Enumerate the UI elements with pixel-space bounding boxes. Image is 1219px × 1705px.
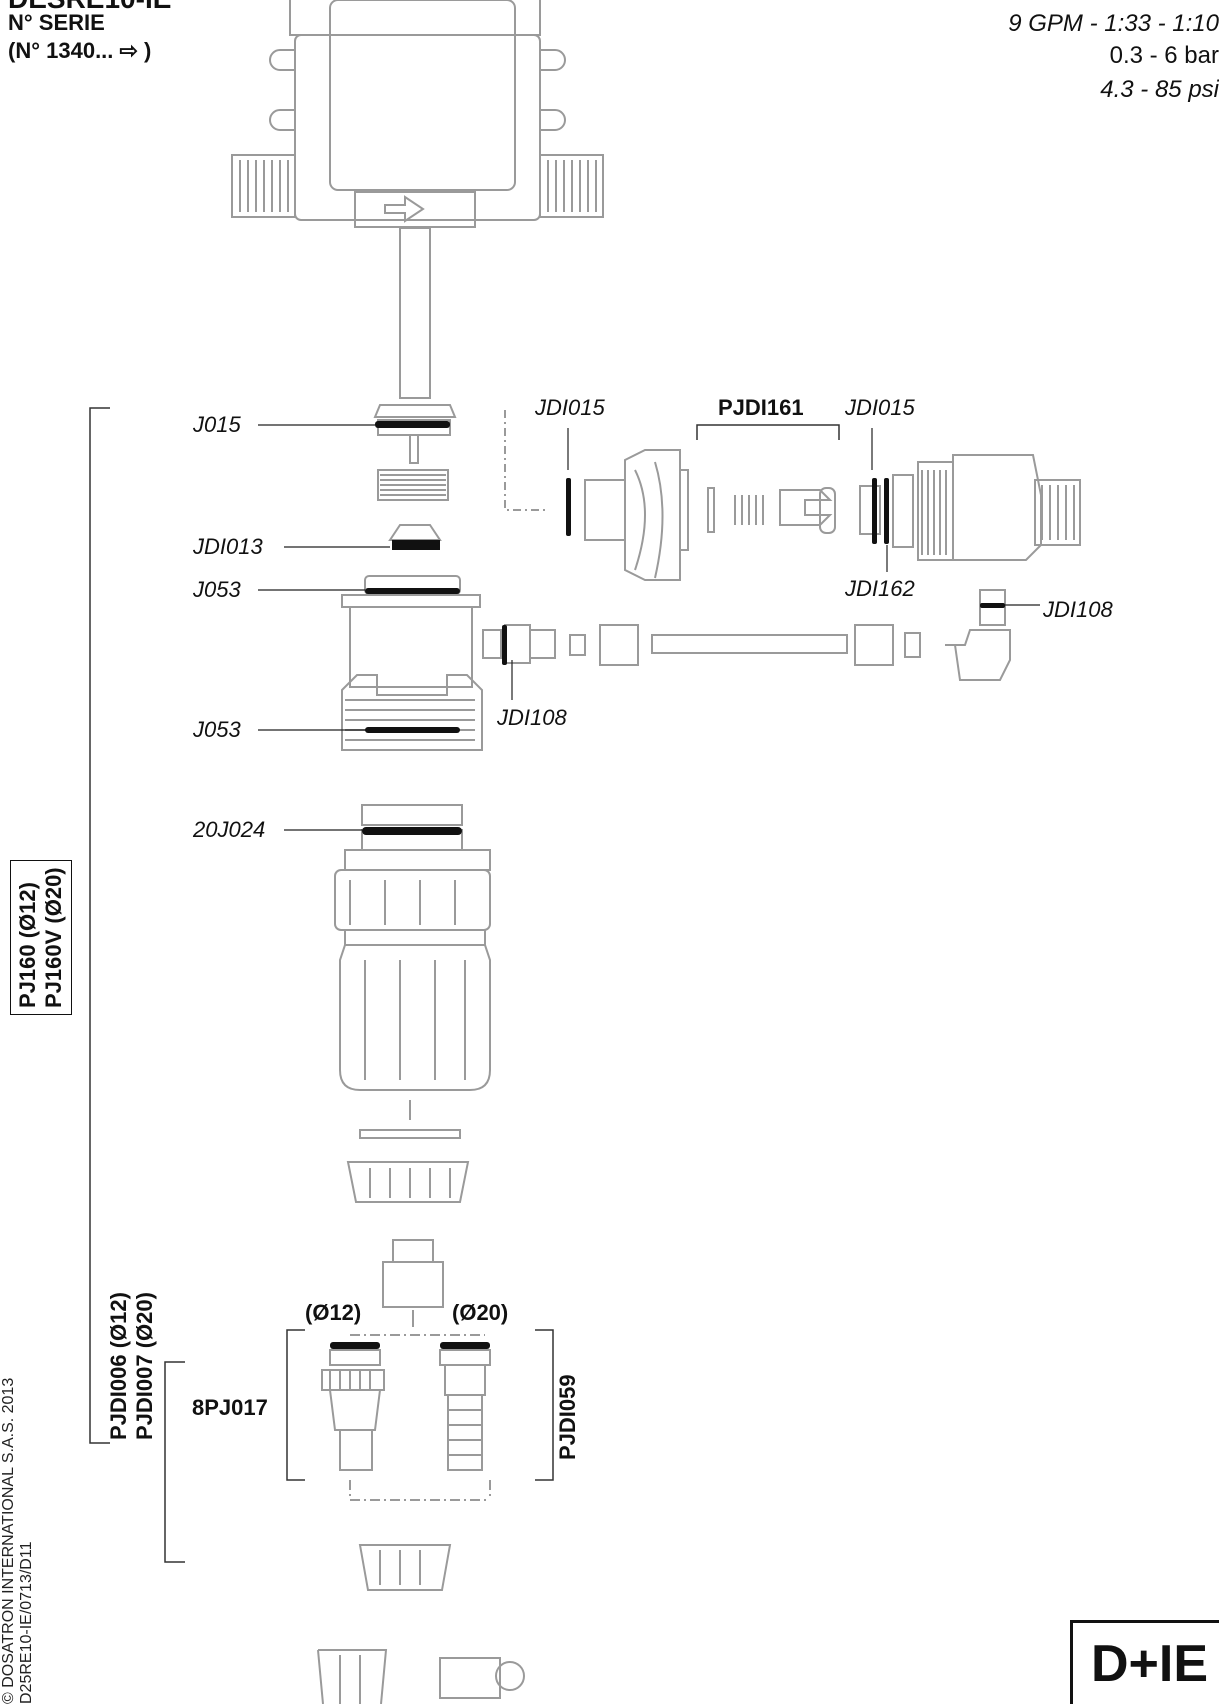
label-jdi015-left: JDI015	[535, 395, 605, 420]
foot-valve	[317, 1239, 525, 1704]
label-jdi162: JDI162	[845, 576, 915, 601]
copyright-line2: D25RE10-IE/0713/D11	[18, 1541, 35, 1704]
pjdi006-line1: PJDI006 (Ø12)	[106, 1292, 131, 1440]
label-jdi015-right: JDI015	[845, 395, 915, 420]
label-pjdi161: PJDI161	[718, 395, 804, 420]
spec-flow-ratio: 9 GPM - 1:33 - 1:10	[1008, 10, 1219, 37]
model-title: DESRE10-IE	[8, 0, 171, 13]
pump-body	[231, 0, 604, 399]
spec-pressure-psi: 4.3 - 85 psi	[1100, 76, 1219, 103]
label-jdi013: JDI013	[193, 534, 263, 559]
label-20j024: 20J024	[193, 817, 266, 842]
upper-assembly	[341, 404, 483, 751]
label-pjdi059: PJDI059	[555, 1374, 580, 1460]
spec-pressure-bar: 0.3 - 6 bar	[1109, 42, 1219, 69]
brackets	[89, 407, 840, 1563]
label-8pj017: 8PJ017	[192, 1395, 268, 1420]
injector-assembly	[482, 410, 1081, 681]
o-rings	[330, 421, 1005, 1349]
filter-housing	[334, 804, 491, 1203]
label-j053-bottom: J053	[193, 717, 241, 742]
pj160-line1: PJ160 (Ø12)	[15, 882, 40, 1008]
label-diameter-20: (Ø20)	[452, 1300, 509, 1325]
label-j015: J015	[193, 412, 241, 437]
serial-label: N° SERIE	[8, 10, 105, 35]
label-j053-top: J053	[193, 577, 241, 602]
leader-lines	[258, 424, 1040, 831]
pj160-line2: PJ160V (Ø20)	[41, 867, 66, 1008]
copyright-line1: © DOSATRON INTERNATIONAL S.A.S. 2013	[0, 1377, 17, 1704]
label-jdi108-mid: JDI108	[497, 705, 567, 730]
label-diameter-12: (Ø12)	[305, 1300, 362, 1325]
serial-range: (N° 1340... ⇨ )	[8, 38, 152, 63]
brand-logo-box: D+IE	[1070, 1620, 1219, 1704]
pjdi006-label: PJDI006 (Ø12) PJDI007 (Ø20)	[106, 1292, 158, 1440]
label-jdi108-right: JDI108	[1043, 597, 1113, 622]
pj160-box: PJ160 (Ø12) PJ160V (Ø20)	[10, 860, 72, 1015]
pjdi006-line2: PJDI007 (Ø20)	[132, 1292, 157, 1440]
copyright-note: © DOSATRON INTERNATIONAL S.A.S. 2013 D25…	[0, 1378, 36, 1704]
